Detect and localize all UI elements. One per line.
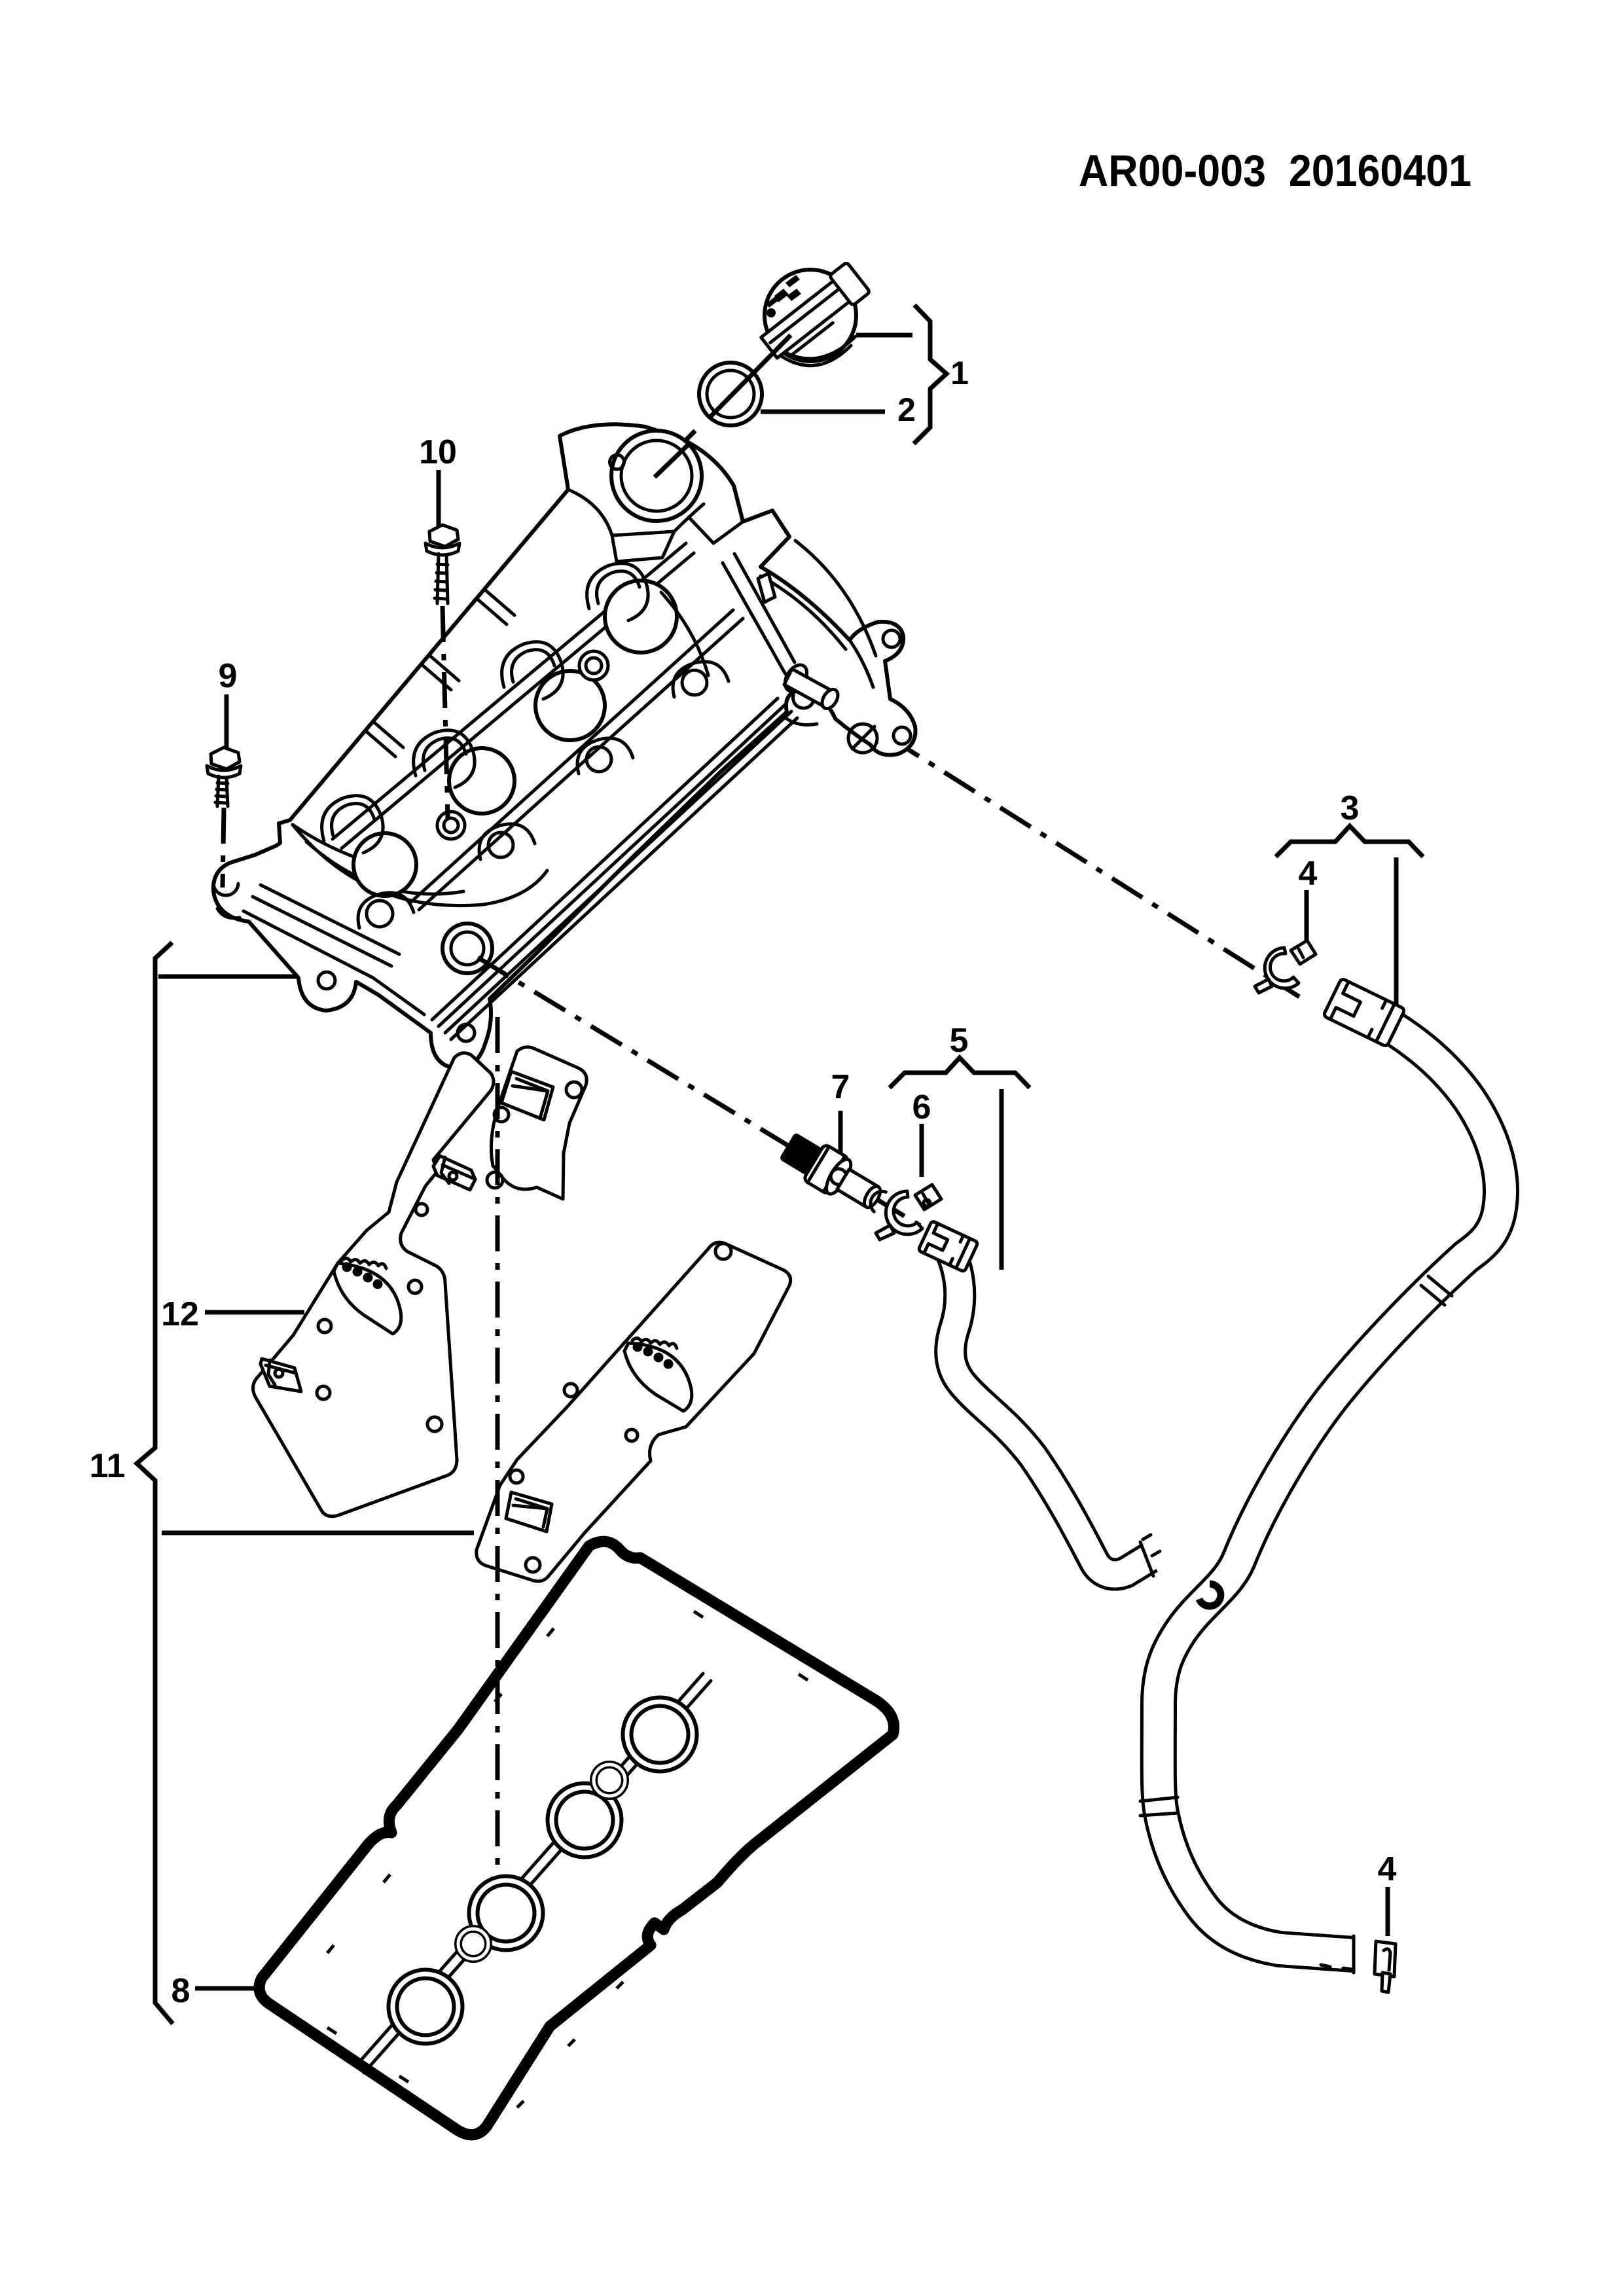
svg-text:7: 7	[831, 1068, 850, 1106]
svg-text:11: 11	[90, 1447, 126, 1485]
svg-text:2: 2	[897, 391, 916, 428]
svg-text:4: 4	[1299, 855, 1318, 893]
svg-text:8: 8	[171, 1972, 190, 2010]
svg-text:4: 4	[1378, 1850, 1397, 1888]
svg-text:5: 5	[950, 1022, 969, 1060]
svg-text:6: 6	[912, 1088, 931, 1126]
svg-text:12: 12	[161, 1295, 199, 1333]
svg-text:10: 10	[419, 433, 457, 471]
svg-text:1: 1	[950, 355, 969, 391]
svg-text:3: 3	[1341, 789, 1360, 827]
svg-text:9: 9	[219, 657, 238, 695]
svg-text:AR00-003 20160401: AR00-003 20160401	[1079, 146, 1471, 196]
